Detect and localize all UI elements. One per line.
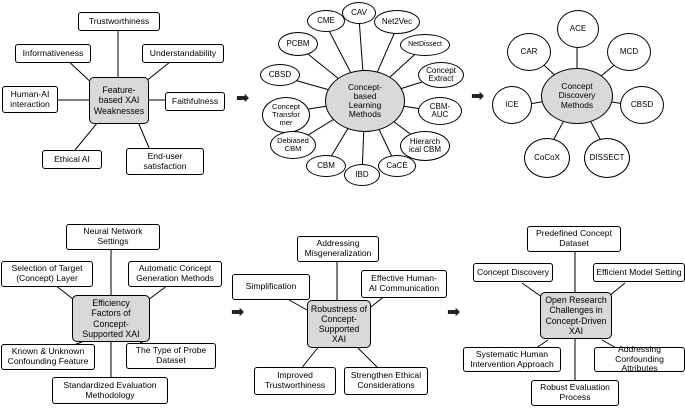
node-standardized-evaluation: Standardized Evaluation Methodology: [52, 377, 168, 404]
ellipse-concept-extract: Concept Extract: [418, 62, 464, 88]
ellipse-ace: ACE: [557, 10, 599, 48]
hub-concept-discovery-methods: Concept Discovery Methods: [541, 68, 613, 124]
ellipse-net2vec: Net2Vec: [374, 10, 420, 34]
node-effective-human-ai-communication: Effective Human- AI Communication: [361, 270, 447, 298]
node-improved-trustworthiness: Improved Trustworthiness: [254, 367, 336, 395]
node-predefined-concept-dataset: Predefined Concept Dataset: [527, 226, 621, 252]
node-efficient-model-setting: Efficient Model Setting: [593, 263, 685, 282]
ellipse-cace: IBD: [344, 164, 380, 186]
node-addressing-confounding-attributes: Addressing Confounding Attributes: [594, 344, 685, 373]
ellipse-netdissect: NetDissect: [400, 34, 450, 56]
node-known-unknown-confounding: Known & Unknown Confounding Feature: [1, 344, 95, 370]
ellipse-cocox: CoCoX: [524, 138, 570, 178]
ellipse-cbm: CBM: [306, 155, 346, 177]
ellipse-pcbm: PCBM: [278, 32, 318, 56]
ellipse-concept-transformer: Concept Transfor mer: [262, 97, 310, 133]
ellipse-cbm-auc: CBM- AUC: [418, 97, 462, 125]
ellipse-mcd: MCD: [607, 33, 651, 71]
node-faithfulness: Faithfulness: [165, 92, 225, 111]
arrow-right-icon: ➡: [447, 302, 461, 321]
ellipse-cav: CAV: [342, 2, 376, 24]
ellipse-car: CAR: [507, 33, 551, 71]
ellipse-hierarchical-cbm: Hierarch ical CBM: [400, 131, 450, 161]
node-end-user-satisfaction: End-user satisfaction: [126, 148, 204, 175]
hub-feature-based-xai-weaknesses: Feature- based XAI Weaknesses: [89, 77, 149, 124]
ellipse-ibd: CaCE: [378, 155, 416, 177]
ellipse-debiased-cbm: Debiased CBM: [270, 131, 316, 159]
hub-robustness: Robustness of Concept- Supported XAI: [307, 300, 371, 348]
ellipse-ice: ICE: [492, 86, 532, 124]
node-simplification: Simplification: [232, 274, 310, 300]
node-robust-evaluation-process: Robust Evaluation Process: [531, 380, 619, 406]
node-informativeness: Informativeness: [15, 44, 91, 63]
arrow-right-icon: ➡: [471, 86, 485, 105]
node-neural-network-settings: Neural Network Settings: [66, 224, 160, 250]
node-trustworthiness: Trustworthiness: [78, 12, 160, 31]
arrow-right-icon: ➡: [236, 88, 250, 107]
hub-open-research-challenges: Open Research Challenges in Concept-Driv…: [540, 292, 612, 339]
hub-concept-based-learning-methods: Concept- based Learning Methods: [325, 70, 405, 132]
node-type-of-probe-dataset: The Type of Probe Dataset: [126, 343, 216, 369]
node-selection-of-target-layer: Selection of Target (Concept) Layer: [1, 261, 93, 287]
node-concept-discovery: Concept Discovery: [473, 263, 553, 282]
node-understandability: Understandability: [142, 44, 224, 63]
node-addressing-misgeneralization: Addressing Misgeneralization: [297, 236, 379, 262]
node-human-ai-interaction: Human-AI interaction: [2, 86, 58, 113]
node-ethical-ai: Ethical AI: [42, 150, 102, 169]
ellipse-cbsd-learning: CBSD: [260, 64, 300, 86]
ellipse-cbsd-discovery: CBSD: [620, 86, 664, 124]
node-strengthen-ethical-considerations: Strengthen Ethical Considerations: [344, 367, 428, 395]
hub-efficiency-factors: Efficiency Factors of Concept- Supported…: [72, 295, 150, 342]
ellipse-cme: CME: [307, 10, 345, 32]
node-systematic-human-intervention: Systematic Human Intervention Approach: [463, 347, 561, 372]
ellipse-dissect: DISSECT: [584, 138, 630, 178]
arrow-right-icon: ➡: [231, 302, 245, 321]
node-automatic-concept-generation: Automatic Concept Generation Methods: [128, 261, 222, 287]
